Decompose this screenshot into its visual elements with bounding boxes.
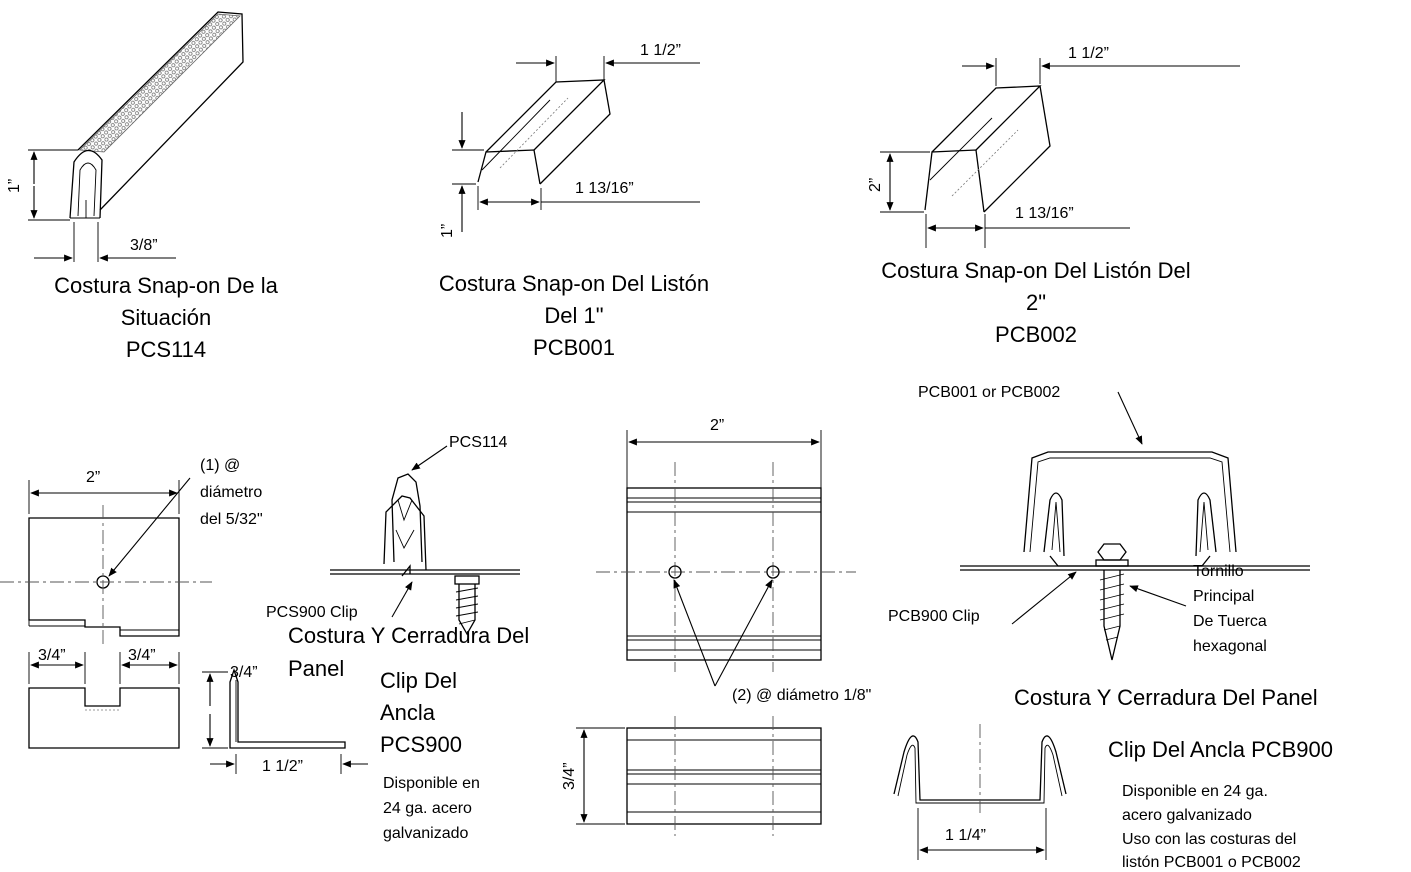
pcb002-height-dim: 2” xyxy=(867,178,884,192)
pcs114-caption-line1: Costura Snap-on De la xyxy=(54,273,279,298)
pcb900-clip-title: Clip Del Ancla PCB900 xyxy=(1108,737,1333,762)
pcs900-callout-label: PCS900 Clip xyxy=(266,604,358,621)
pcs114-width-dim: 3/8” xyxy=(130,237,158,254)
pcs900-hole-note-line1: (1) @ xyxy=(200,457,240,474)
hex-screw-label-line2: Principal xyxy=(1193,588,1254,605)
pcb900-width-dim: 2” xyxy=(710,417,724,434)
pcb001-top-dim: 1 1/2” xyxy=(640,42,681,59)
pcs114-caption-line3: PCS114 xyxy=(126,337,206,362)
pcs900-right-dim: 3/4” xyxy=(128,647,156,664)
pcb002-batten-drawing: 1 1/2” 2” 1 13/16” xyxy=(867,45,1240,248)
pcs900-left-dim: 3/4” xyxy=(38,647,66,664)
pcb900-height-dim: 3/4” xyxy=(561,762,578,790)
pcs900-width-dim: 2” xyxy=(86,469,100,486)
hex-screw-label-line1: Tornillo xyxy=(1193,563,1244,580)
pcb002-bottom-dim: 1 13/16” xyxy=(1015,205,1074,222)
pcb900-availability-line2: acero galvanizado xyxy=(1122,807,1252,824)
pcb900-bottom-dim: 1 1/4” xyxy=(945,827,986,844)
pcs900-availability-line2: 24 ga. acero xyxy=(383,800,472,817)
pcb900-callout-label: PCB900 Clip xyxy=(888,608,980,625)
pcb002-caption-line2: 2" xyxy=(1026,290,1046,315)
pcb-profile-callout-label: PCB001 or PCB002 xyxy=(918,384,1060,401)
pcb001-caption-line1: Costura Snap-on Del Listón xyxy=(439,271,709,296)
hex-screw-label-line3: De Tuerca xyxy=(1193,613,1267,630)
pcb002-caption-line1: Costura Snap-on Del Listón Del xyxy=(881,258,1190,283)
pcs900-side-height-dim: 3/4” xyxy=(230,664,258,681)
pcs900-hole-note-line3: del 5/32" xyxy=(200,511,263,528)
pcs114-caption-line2: Situación xyxy=(121,305,212,330)
pcs114-callout-label: PCS114 xyxy=(449,434,508,451)
pcs-assembly-title-line1: Costura Y Cerradura Del xyxy=(288,623,529,648)
pcs900-clip-title-line2: Ancla xyxy=(380,700,436,725)
pcs900-clip-drawing: 2” (1) @ diámetro del 5/32" 3/4” 3/4” 3/… xyxy=(0,457,368,775)
pcb-assembly-drawing: PCB001 or PCB002 PCB900 Clip Tornillo Pr… xyxy=(888,384,1310,661)
pcb900-hole-note: (2) @ diámetro 1/8" xyxy=(732,687,871,704)
pcb001-caption-line3: PCB001 xyxy=(533,335,615,360)
pcs900-availability-line3: galvanizado xyxy=(383,825,469,842)
pcs-assembly-title-line2: Panel xyxy=(288,656,344,681)
pcs900-clip-title-line3: PCS900 xyxy=(380,732,462,757)
pcb-assembly-title: Costura Y Cerradura Del Panel xyxy=(1014,685,1318,710)
pcs900-clip-title-line1: Clip Del xyxy=(380,668,457,693)
hex-screw-label-line4: hexagonal xyxy=(1193,638,1267,655)
pcs-assembly-drawing: PCS114 PCS900 Clip xyxy=(266,434,520,636)
pcb001-height-dim: 1” xyxy=(439,224,456,238)
pcs114-seam-drawing: 1” 3/8” xyxy=(6,11,244,262)
pcs900-availability-line1: Disponible en xyxy=(383,775,480,792)
pcb900-availability-line4: listón PCB001 o PCB002 xyxy=(1122,854,1301,871)
pcb002-top-dim: 1 1/2” xyxy=(1068,45,1109,62)
pcb900-clip-drawing: 2” (2) @ diámetro 1/8" 3/4” xyxy=(561,417,1067,860)
pcb001-caption-line2: Del 1" xyxy=(544,303,603,328)
pcb900-availability-line1: Disponible en 24 ga. xyxy=(1122,783,1268,800)
pcs900-hole-note-line2: diámetro xyxy=(200,484,262,501)
pcb900-availability-line3: Uso con las costuras del xyxy=(1122,831,1296,848)
pcb002-caption-line3: PCB002 xyxy=(995,322,1077,347)
pcb001-bottom-dim: 1 13/16” xyxy=(575,180,634,197)
pcb001-batten-drawing: 1 1/2” 1 13/16” 1” xyxy=(439,42,700,238)
pcs900-side-width-dim: 1 1/2” xyxy=(262,758,303,775)
pcs114-height-dim: 1” xyxy=(6,179,23,193)
